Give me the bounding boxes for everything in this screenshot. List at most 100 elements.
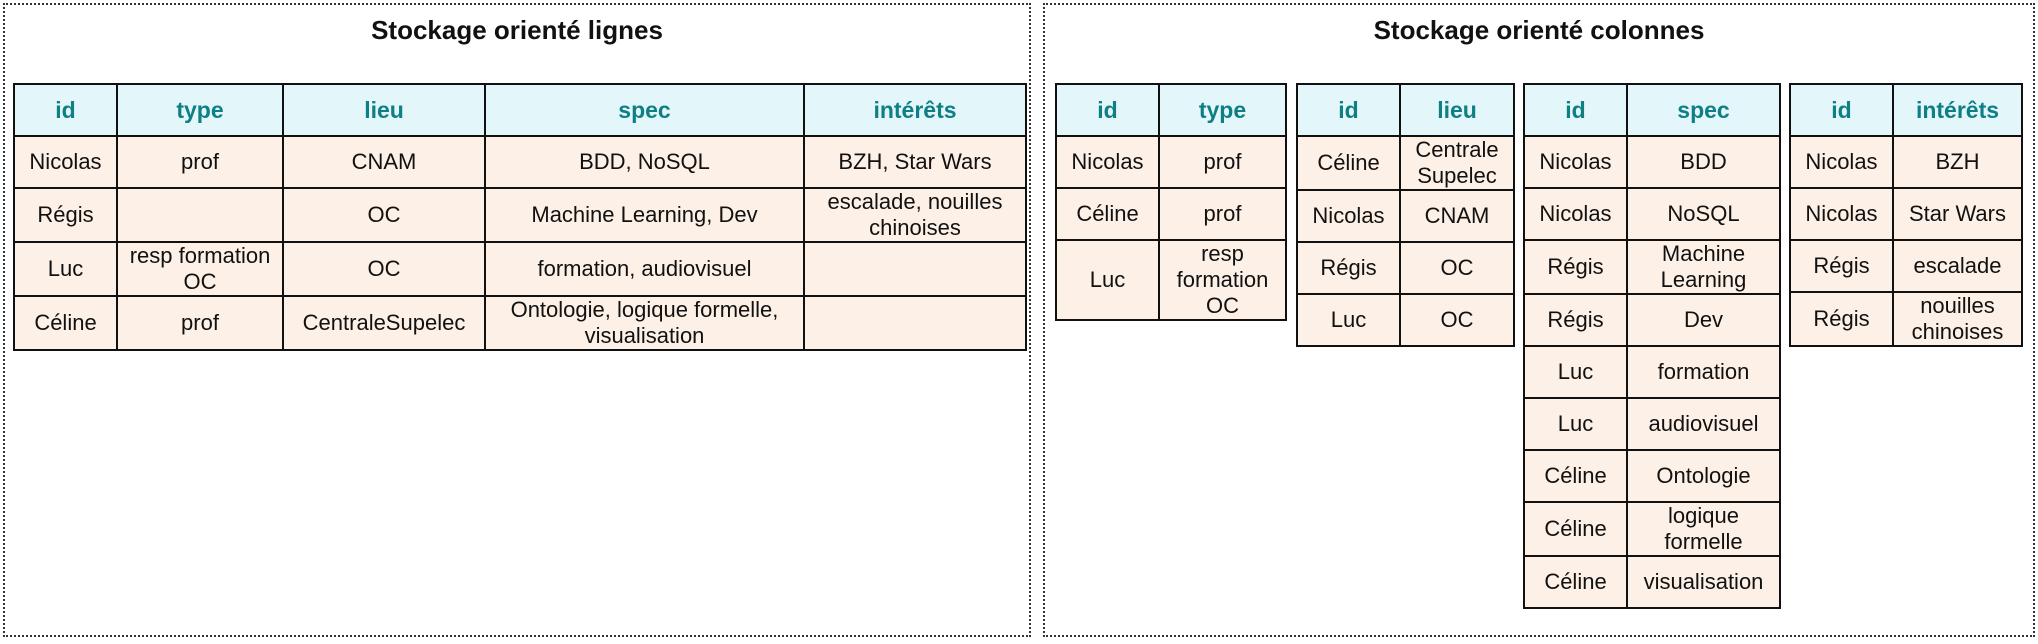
table-cell: Nicolas: [1055, 135, 1160, 189]
table-cell: BZH, Star Wars: [803, 135, 1027, 189]
header-cell: intérêts: [803, 83, 1027, 137]
header-cell: intérêts: [1892, 83, 2023, 137]
table-header-row: id lieu: [1296, 83, 1515, 137]
table-row: Régis Dev: [1523, 293, 1781, 347]
table-cell: Céline: [1296, 135, 1401, 191]
table-row: Céline logique formelle: [1523, 501, 1781, 557]
table-cell: prof: [1158, 135, 1287, 189]
table-cell: prof: [116, 295, 284, 351]
table-cell: OC: [1399, 293, 1515, 347]
table-cell: Régis: [1296, 241, 1401, 295]
table-cell: Régis: [1523, 239, 1628, 295]
table-row: Nicolas Star Wars: [1789, 187, 2023, 241]
table-cell: Luc: [1523, 397, 1628, 451]
table-cell: Dev: [1626, 293, 1781, 347]
table-cell: Nicolas: [1789, 135, 1894, 189]
table-cell: OC: [1399, 241, 1515, 295]
table-cell: Ontologie: [1626, 449, 1781, 503]
table-cell: prof: [1158, 187, 1287, 241]
table-cell: BZH: [1892, 135, 2023, 189]
table-header-row: id type lieu spec intérêts: [13, 83, 1027, 137]
header-cell: lieu: [1399, 83, 1515, 137]
table-header-row: id spec: [1523, 83, 1781, 137]
row-storage-title: Stockage orienté lignes: [371, 15, 663, 45]
table-cell: [116, 187, 284, 243]
column-table-spec: id spec Nicolas BDD Nicolas NoSQL Régis …: [1523, 83, 1781, 609]
header-cell: id: [1296, 83, 1401, 137]
table-cell: CentraleSupelec: [282, 295, 486, 351]
table-cell: escalade: [1892, 239, 2023, 293]
table-cell: NoSQL: [1626, 187, 1781, 241]
table-cell: resp formation OC: [116, 241, 284, 297]
table-cell: formation: [1626, 345, 1781, 399]
header-cell: spec: [484, 83, 805, 137]
table-row: Céline Centrale Supelec: [1296, 135, 1515, 191]
table-cell: Céline: [1055, 187, 1160, 241]
table-cell: Nicolas: [1296, 189, 1401, 243]
table-cell: Luc: [1055, 239, 1160, 321]
table-row: Luc resp formation OC: [1055, 239, 1287, 321]
table-cell: visualisation: [1626, 555, 1781, 609]
table-row: Nicolas prof: [1055, 135, 1287, 189]
header-cell: type: [116, 83, 284, 137]
table-cell: Nicolas: [13, 135, 118, 189]
table-row: Régis Machine Learning: [1523, 239, 1781, 295]
row-storage-panel: Stockage orienté lignes id type lieu spe…: [3, 3, 1031, 637]
table-row: Luc formation: [1523, 345, 1781, 399]
column-storage-title: Stockage orienté colonnes: [1373, 15, 1705, 45]
table-row: Nicolas NoSQL: [1523, 187, 1781, 241]
table-cell: resp formation OC: [1158, 239, 1287, 321]
table-row: Régis OC Machine Learning, Dev escalade,…: [13, 187, 1027, 243]
table-cell: Régis: [1789, 239, 1894, 293]
table-row: Luc resp formation OC OC formation, audi…: [13, 241, 1027, 297]
table-cell: Luc: [1296, 293, 1401, 347]
table-cell: prof: [116, 135, 284, 189]
header-cell: id: [13, 83, 118, 137]
table-row: Luc audiovisuel: [1523, 397, 1781, 451]
table-cell: Régis: [1523, 293, 1628, 347]
table-cell: [803, 295, 1027, 351]
header-cell: lieu: [282, 83, 486, 137]
table-cell: OC: [282, 241, 486, 297]
table-cell: Régis: [13, 187, 118, 243]
header-cell: id: [1523, 83, 1628, 137]
table-cell: Machine Learning, Dev: [484, 187, 805, 243]
table-cell: Nicolas: [1523, 187, 1628, 241]
column-table-type: id type Nicolas prof Céline prof Luc res…: [1055, 83, 1287, 321]
table-cell: formation, audiovisuel: [484, 241, 805, 297]
table-row: Céline prof CentraleSupelec Ontologie, l…: [13, 295, 1027, 351]
table-cell: Nicolas: [1523, 135, 1628, 189]
table-row: Nicolas CNAM: [1296, 189, 1515, 243]
table-cell: Céline: [13, 295, 118, 351]
header-cell: spec: [1626, 83, 1781, 137]
table-row: Céline visualisation: [1523, 555, 1781, 609]
table-cell: Céline: [1523, 555, 1628, 609]
table-cell: Céline: [1523, 501, 1628, 557]
table-row: Céline Ontologie: [1523, 449, 1781, 503]
table-row: Nicolas prof CNAM BDD, NoSQL BZH, Star W…: [13, 135, 1027, 189]
table-cell: Luc: [13, 241, 118, 297]
table-cell: nouilles chinoises: [1892, 291, 2023, 347]
column-table-interets: id intérêts Nicolas BZH Nicolas Star War…: [1789, 83, 2023, 347]
table-header-row: id type: [1055, 83, 1287, 137]
table-row: Régis OC: [1296, 241, 1515, 295]
table-cell: Céline: [1523, 449, 1628, 503]
table-row: Régis escalade: [1789, 239, 2023, 293]
table-cell: audiovisuel: [1626, 397, 1781, 451]
table-row: Nicolas BDD: [1523, 135, 1781, 189]
table-cell: CNAM: [282, 135, 486, 189]
table-row: Céline prof: [1055, 187, 1287, 241]
column-table-lieu: id lieu Céline Centrale Supelec Nicolas …: [1296, 83, 1515, 347]
table-cell: Ontologie, logique formelle, visualisati…: [484, 295, 805, 351]
header-cell: type: [1158, 83, 1287, 137]
table-cell: Star Wars: [1892, 187, 2023, 241]
table-header-row: id intérêts: [1789, 83, 2023, 137]
table-cell: CNAM: [1399, 189, 1515, 243]
table-cell: OC: [282, 187, 486, 243]
table-cell: Régis: [1789, 291, 1894, 347]
table-cell: logique formelle: [1626, 501, 1781, 557]
table-cell: escalade, nouilles chinoises: [803, 187, 1027, 243]
table-cell: Nicolas: [1789, 187, 1894, 241]
column-storage-panel: Stockage orienté colonnes id type Nicola…: [1043, 3, 2035, 637]
table-row: Nicolas BZH: [1789, 135, 2023, 189]
